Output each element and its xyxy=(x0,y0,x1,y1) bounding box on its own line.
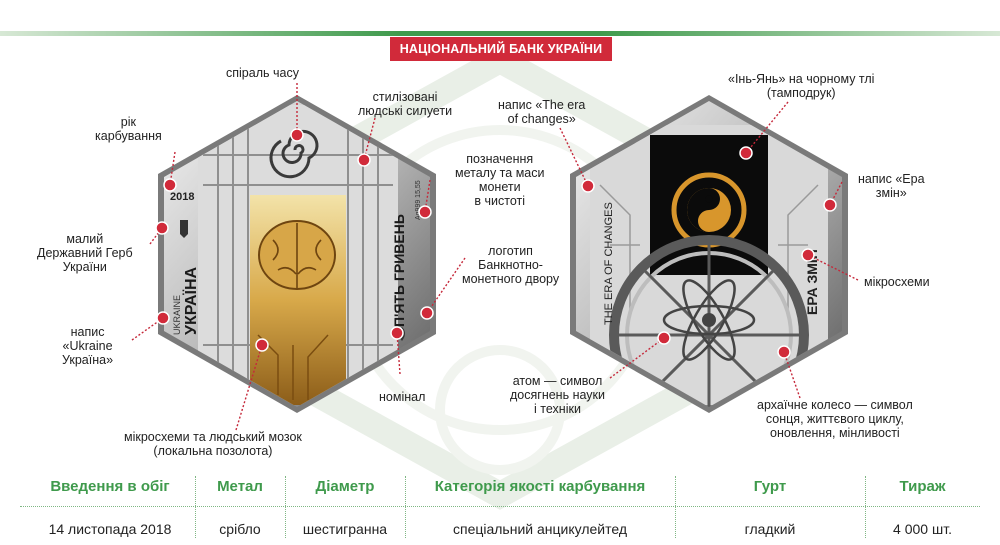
label-spiral: спіраль часу xyxy=(226,66,299,80)
coin-country-latin: UKRAINE xyxy=(172,295,182,335)
coin-year-text: 2018 xyxy=(170,191,194,203)
label-brain: мікросхеми та людський мозок (локальна п… xyxy=(124,430,302,458)
label-metal: позначення металу та маси монети в чисто… xyxy=(455,152,545,208)
label-year: рік карбування xyxy=(95,115,162,143)
marker-coat xyxy=(155,221,169,235)
label-coat: малий Державний Герб України xyxy=(37,232,133,274)
marker-brain xyxy=(255,338,269,352)
label-era-ua: напис «Ера змін» xyxy=(858,172,925,200)
bank-title-banner: НАЦІОНАЛЬНИЙ БАНК УКРАЇНИ xyxy=(390,37,612,61)
marker-spiral xyxy=(290,128,304,142)
marker-ukraine xyxy=(156,311,170,325)
info-separator xyxy=(405,476,407,538)
marker-logo xyxy=(420,306,434,320)
info-col-mintage: Тираж 4 000 шт. xyxy=(865,472,980,538)
info-separator xyxy=(285,476,287,538)
marker-yinyang xyxy=(739,146,753,160)
info-header: Діаметр xyxy=(315,478,375,495)
info-value: спеціальний анцикулейтед xyxy=(452,521,627,537)
coin-reverse: THE ERA OF CHANGES ЕРА ЗМІН xyxy=(570,95,848,413)
info-value: 4 000 шт. xyxy=(893,521,952,537)
label-atom: атом — символ досягнень науки і техніки xyxy=(510,374,605,416)
info-header: Метал xyxy=(217,478,263,495)
coin-denomination-text: П'ЯТЬ ГРИВЕНЬ xyxy=(391,214,407,327)
marker-silhouettes xyxy=(357,153,371,167)
info-separator xyxy=(865,476,867,538)
info-col-edge: Гурт гладкий xyxy=(675,472,865,538)
coin-metal-text: Ag999 15,55 xyxy=(415,180,422,220)
marker-year xyxy=(163,178,177,192)
label-era-en: напис «The era of changes» xyxy=(498,98,586,126)
coin-inscription-en: THE ERA OF CHANGES xyxy=(603,202,615,325)
label-silhouettes: стилізовані людські силуети xyxy=(358,90,453,118)
marker-wheel xyxy=(777,345,791,359)
info-value: 14 листопада 2018 xyxy=(48,521,172,537)
info-divider xyxy=(20,506,980,507)
info-header: Категорія якості карбування xyxy=(434,478,646,495)
info-header: Введення в обіг xyxy=(50,478,170,495)
info-col-metal: Метал срібло xyxy=(195,472,285,538)
info-separator xyxy=(195,476,197,538)
marker-atom xyxy=(657,331,671,345)
info-table: Введення в обіг 14 листопада 2018 Метал … xyxy=(0,472,1000,545)
label-nominal: номінал xyxy=(379,390,426,404)
info-col-quality: Категорія якості карбування спеціальний … xyxy=(405,472,675,538)
info-header: Тираж xyxy=(899,478,946,495)
marker-era-en xyxy=(581,179,595,193)
coin-obverse: 2018 УКРАЇНА UKRAINE П'ЯТЬ ГРИВЕНЬ Ag999… xyxy=(158,95,436,413)
label-ukraine: напис «Ukraine Україна» xyxy=(62,325,114,367)
info-col-diameter: Діаметр шестигранна xyxy=(285,472,405,538)
label-chips: мікросхеми xyxy=(864,275,930,289)
marker-era-ua xyxy=(823,198,837,212)
marker-metal xyxy=(418,205,432,219)
label-wheel: архаїчне колесо — символ сонця, життєвог… xyxy=(757,398,913,440)
label-yinyang: «Інь-Янь» на чорному тлі (тамподрук) xyxy=(728,72,875,100)
marker-chips xyxy=(801,248,815,262)
label-logo: логотип Банкнотно- монетного двору xyxy=(462,244,560,286)
info-value: гладкий xyxy=(744,521,796,537)
info-value: шестигранна xyxy=(302,521,388,537)
top-green-line xyxy=(0,31,1000,36)
info-value: срібло xyxy=(219,521,261,537)
trident-icon xyxy=(180,220,188,238)
info-header: Гурт xyxy=(753,478,787,495)
info-separator xyxy=(675,476,677,538)
marker-nominal xyxy=(390,326,404,340)
info-col-release: Введення в обіг 14 листопада 2018 xyxy=(20,472,200,538)
coin-inscription-ua: ЕРА ЗМІН xyxy=(804,249,820,315)
coin-country-text: УКРАЇНА xyxy=(182,266,200,335)
